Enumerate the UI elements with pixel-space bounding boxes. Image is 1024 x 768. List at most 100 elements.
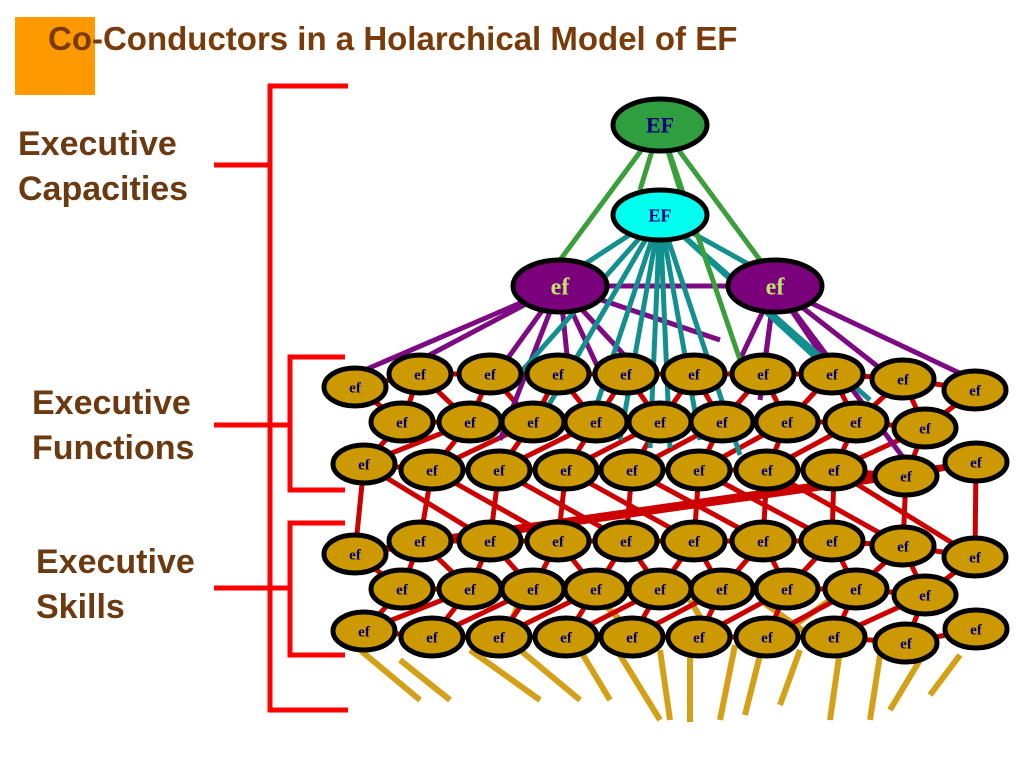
ef-node-r1-c7-shape	[822, 400, 890, 444]
ef-node-r1-c8-shape	[891, 406, 959, 450]
executive-functions-line-1: Executive	[32, 384, 191, 422]
gold-line-12	[867, 654, 883, 721]
ef-node-r2-c2-label: ef	[493, 463, 506, 479]
ef-node-r5-c1-label: ef	[426, 630, 439, 646]
ef-node-r3-c6-label: ef	[757, 534, 770, 550]
gold-line-9	[742, 654, 763, 716]
ef-node-r5-c0-label: ef	[358, 624, 371, 640]
executive-functions-line-2: Functions	[32, 429, 195, 467]
ef-node-r5-c5: ef	[665, 615, 733, 659]
ef-node-r1-c1: ef	[436, 400, 504, 444]
capacity-node-right-label: ef	[766, 274, 786, 300]
ef-node-r0-c8: ef	[869, 357, 937, 401]
capacity-node-left-label: ef	[551, 274, 571, 300]
ef-node-r3-c0: ef	[321, 532, 389, 576]
ef-node-r2-c8: ef	[872, 454, 940, 498]
ef-node-r3-c1: ef	[386, 519, 454, 563]
gold-line-5	[617, 653, 663, 722]
ef-node-r1-c3: ef	[562, 400, 630, 444]
gold-line-6	[657, 649, 673, 721]
ef-node-r0-c1-shape	[386, 352, 454, 396]
ef-node-r2-c1: ef	[398, 448, 466, 492]
gold-line-2	[468, 647, 542, 703]
ef-node-r5-c9: ef	[942, 607, 1010, 651]
teal-line-7	[657, 214, 703, 441]
ef-node-r1-c0-label: ef	[396, 415, 409, 431]
ef-node-r3-c3: ef	[524, 519, 592, 563]
ef-node-r0-c4: ef	[592, 352, 660, 396]
ef-node-r3-c3-label: ef	[552, 534, 565, 550]
ef-node-r3-c5: ef	[660, 519, 728, 563]
ef-node-r4-c8-label: ef	[919, 588, 932, 604]
ef-node-r2-c7-shape	[800, 448, 868, 492]
ef-node-r0-c2: ef	[456, 352, 524, 396]
ef-node-r3-c7: ef	[798, 519, 866, 563]
ef-node-r0-c0: ef	[321, 365, 389, 409]
ef-node-r4-c8-shape	[891, 573, 959, 617]
ef-node-r4-c1-label: ef	[464, 582, 477, 598]
ef-node-r2-c0-label: ef	[358, 457, 371, 473]
ef-node-r4-c0-label: ef	[396, 582, 409, 598]
ef-node-r1-c6-label: ef	[781, 415, 794, 431]
ef-node-r3-c1-shape	[386, 519, 454, 563]
ef-node-r4-c2-label: ef	[527, 582, 540, 598]
ef-node-r0-c8-label: ef	[897, 372, 910, 388]
ef-node-r5-c2-shape	[465, 615, 533, 659]
ef-node-r0-c9-shape	[941, 368, 1009, 412]
ef-node-r3-c3-shape	[524, 519, 592, 563]
ef-node-r1-c5-shape	[688, 400, 756, 444]
ef-node-r2-c8-shape	[872, 454, 940, 498]
ef-node-r4-c7-shape	[822, 567, 890, 611]
ef-node-r3-c4-label: ef	[620, 534, 633, 550]
ef-node-r3-c7-shape	[798, 519, 866, 563]
ef-node-r4-c5-shape	[688, 567, 756, 611]
ef-node-r0-c8-shape	[869, 357, 937, 401]
executive-capacities-line-1: Executive	[18, 125, 177, 163]
ef-node-r2-c9-label: ef	[970, 455, 983, 471]
green-line-4	[657, 124, 743, 361]
ef-node-r5-c0-shape	[330, 609, 398, 653]
ef-node-r5-c3: ef	[532, 615, 600, 659]
ef-node-r3-c8: ef	[869, 524, 937, 568]
ef-node-r5-c3-label: ef	[560, 630, 573, 646]
ef-top-node-label: EF	[646, 113, 674, 138]
ef-node-r0-c4-shape	[592, 352, 660, 396]
ef-node-r5-c2: ef	[465, 615, 533, 659]
ef-node-r2-c2: ef	[465, 448, 533, 492]
ef-node-r5-c4-label: ef	[626, 630, 639, 646]
ef-node-r3-c8-label: ef	[897, 539, 910, 555]
ef-node-r0-c7-label: ef	[826, 367, 839, 383]
ef-node-r2-c0: ef	[330, 442, 398, 486]
ef-node-r4-c0-shape	[368, 567, 436, 611]
ef-node-r5-c3-shape	[532, 615, 600, 659]
ef-node-r5-c1: ef	[398, 615, 466, 659]
ef-node-r4-c0: ef	[368, 567, 436, 611]
ef-node-r2-c3: ef	[532, 448, 600, 492]
ef-node-r4-c3: ef	[562, 567, 630, 611]
ef-node-r1-c8: ef	[891, 406, 959, 450]
ef-node-r0-c1-label: ef	[414, 367, 427, 383]
ef-node-r0-c5-shape	[660, 352, 728, 396]
ef-node-r3-c6-shape	[729, 519, 797, 563]
gold-line-4	[577, 648, 613, 702]
ef-node-r4-c1: ef	[436, 567, 504, 611]
executive-skills-label: Executive Skills	[36, 540, 195, 630]
ef-node-r1-c7: ef	[822, 400, 890, 444]
ef-node-r3-c2-shape	[456, 519, 524, 563]
ef-node-r4-c7-label: ef	[850, 582, 863, 598]
ef-node-r2-c6: ef	[733, 448, 801, 492]
gold-line-1	[398, 657, 452, 703]
ef-node-r5-c9-shape	[942, 607, 1010, 651]
ef-node-r1-c2-label: ef	[527, 415, 540, 431]
ef-node-r1-c0: ef	[368, 400, 436, 444]
executive-functions-label: Executive Functions	[32, 381, 194, 471]
ef-node-r0-c7: ef	[798, 352, 866, 396]
ef-node-r2-c4: ef	[598, 448, 666, 492]
ef-node-r0-c6-shape	[729, 352, 797, 396]
executive-skills-line-2: Skills	[36, 588, 125, 626]
ef-node-r5-c5-shape	[665, 615, 733, 659]
ef-node-r0-c2-label: ef	[484, 367, 497, 383]
ef-node-r2-c8-label: ef	[900, 469, 913, 485]
capacity-node-right-shape	[725, 257, 825, 315]
ef-node-r5-c5-label: ef	[693, 630, 706, 646]
